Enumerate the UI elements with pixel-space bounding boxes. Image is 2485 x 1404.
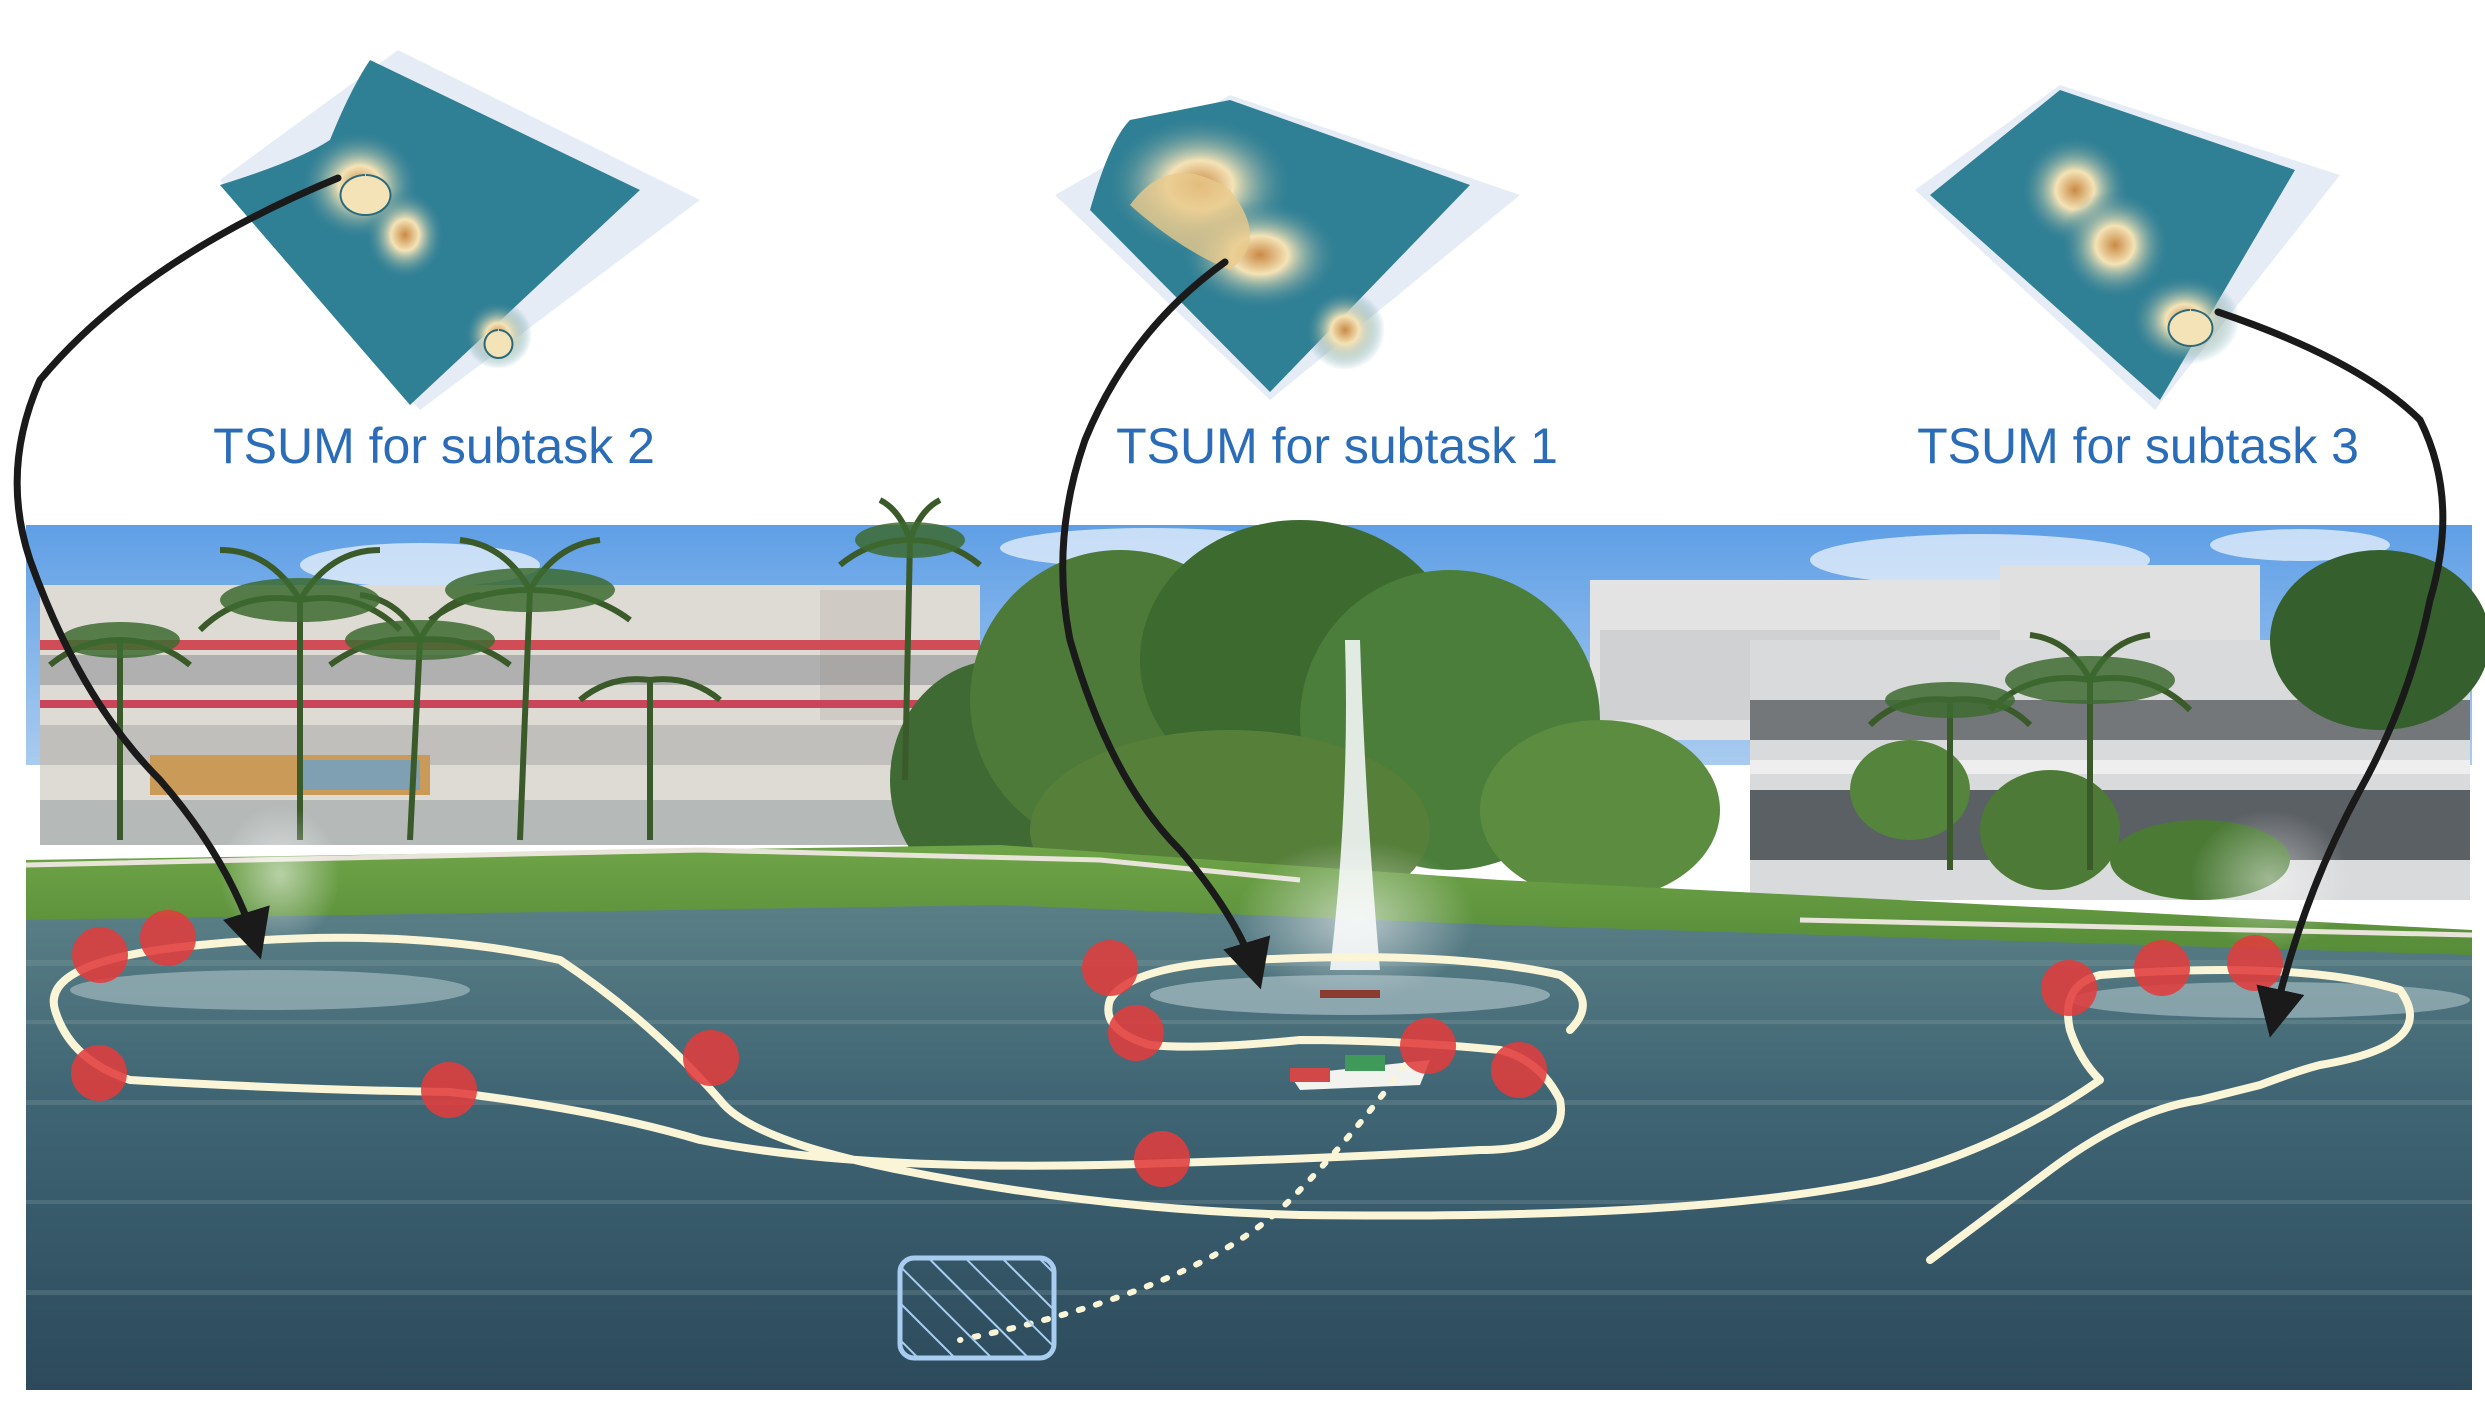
trees xyxy=(890,520,2485,930)
waypoint xyxy=(683,1030,739,1086)
waypoints xyxy=(71,910,2283,1187)
left-building xyxy=(40,585,980,845)
waypoint xyxy=(1082,940,1138,996)
waypoint xyxy=(1491,1042,1547,1098)
waypoint xyxy=(1400,1018,1456,1074)
tsum-surface-subtask-2 xyxy=(220,50,700,410)
tsum-surface-subtask-3 xyxy=(1915,85,2340,410)
arrow-subtask-1 xyxy=(1059,258,1271,990)
tsum-label-subtask-3: TSUM for subtask 3 xyxy=(1917,418,2359,474)
waypoint xyxy=(1134,1131,1190,1187)
waypoint xyxy=(71,1045,127,1101)
pond-water xyxy=(26,905,2472,1390)
waypoint xyxy=(2134,940,2190,996)
tsum-surface-subtask-1 xyxy=(1055,95,1520,400)
trajectory-path xyxy=(49,933,2414,1264)
robot-link-dotted xyxy=(957,1062,1408,1343)
robot-position-marker xyxy=(897,1255,1057,1361)
pond-photo xyxy=(25,497,2485,1390)
tsum-label-subtask-2: TSUM for subtask 2 xyxy=(213,418,655,474)
palm-fronds xyxy=(60,522,2175,718)
waypoint xyxy=(421,1062,477,1118)
waypoint xyxy=(2227,935,2283,991)
waypoint xyxy=(140,910,196,966)
arrow-subtask-2 xyxy=(13,174,342,960)
waypoint xyxy=(2041,960,2097,1016)
tsum-label-subtask-1: TSUM for subtask 1 xyxy=(1116,418,1558,474)
waypoint xyxy=(1108,1005,1164,1061)
arrow-subtask-3 xyxy=(2214,308,2447,1038)
waypoint xyxy=(72,927,128,983)
